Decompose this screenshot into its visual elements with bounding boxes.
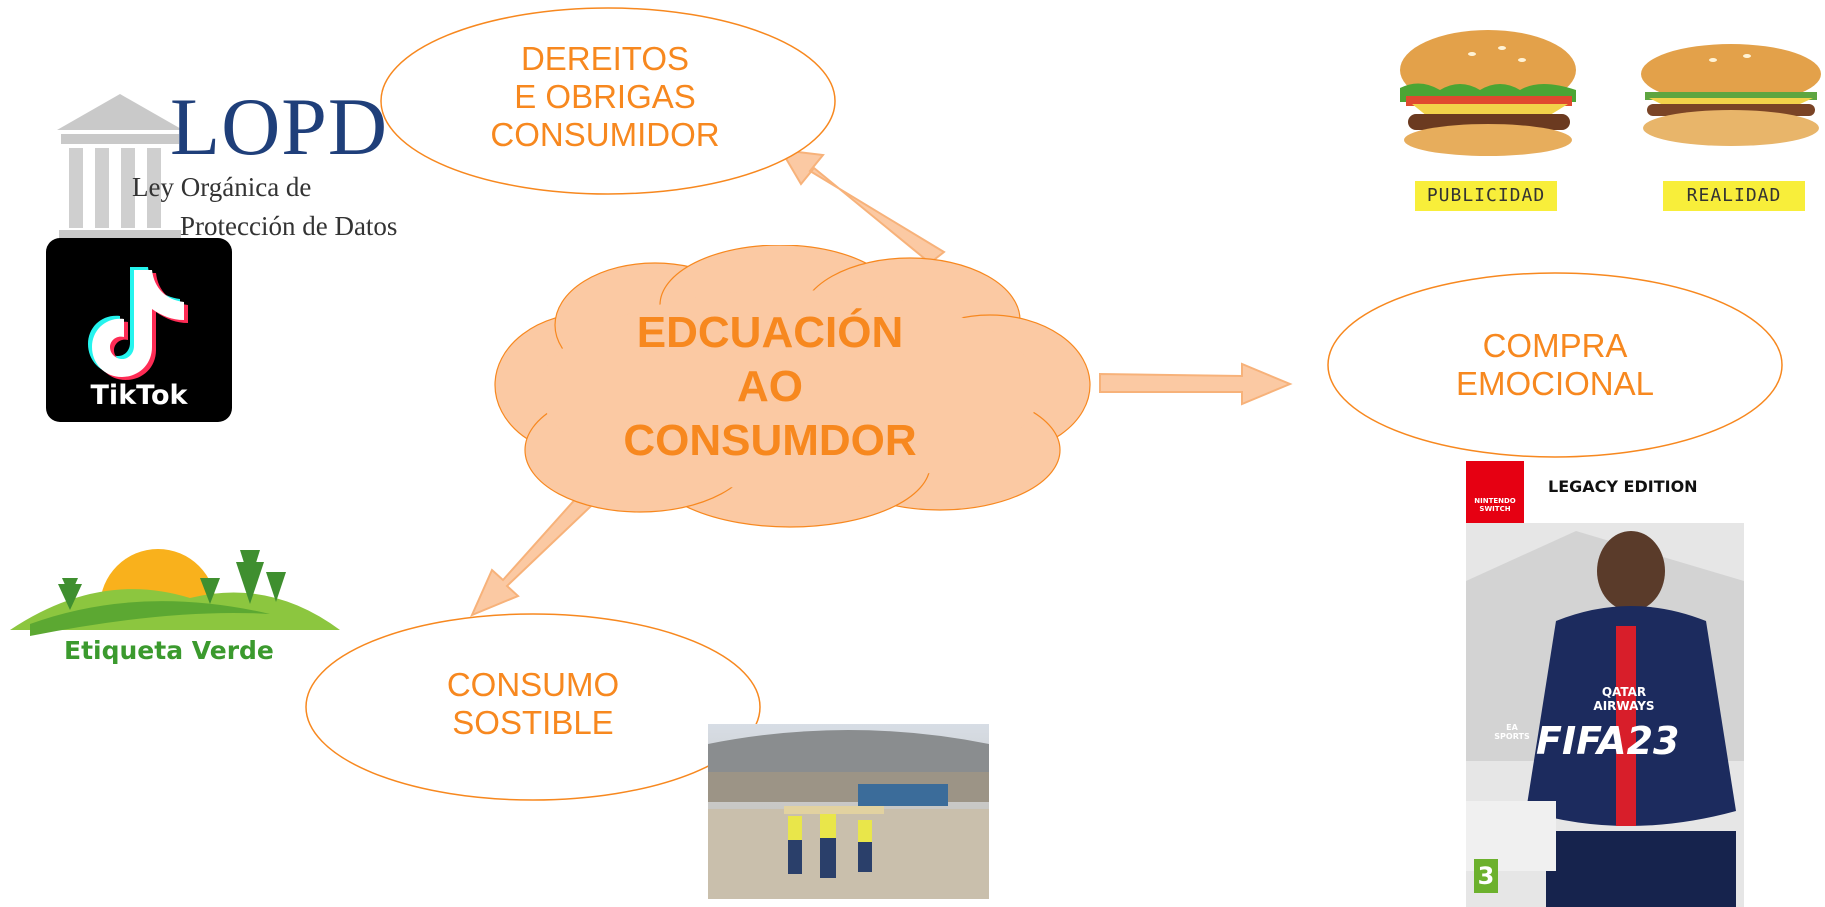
rights-label-line-3: CONSUMIDOR — [490, 116, 720, 153]
publicidad-tag: PUBLICIDAD — [1415, 181, 1557, 211]
etiqueta-verde-label: Etiqueta Verde — [64, 636, 274, 665]
rights-label: DEREITOS E OBRIGAS CONSUMIDOR — [440, 40, 770, 154]
switch-badge-label: NINTENDO SWITCH — [1474, 497, 1516, 513]
lopd-subtitle-line-1: Ley Orgánica de — [132, 172, 312, 202]
tiktok-label: TikTok — [90, 380, 188, 411]
sustainable-label-line-1: CONSUMO — [446, 666, 620, 703]
tiktok-logo: TikTok — [46, 238, 232, 422]
switch-badge — [1466, 461, 1524, 523]
lopd-title: LOPD — [170, 81, 389, 172]
sustainable-label-line-2: SOSTIBLE — [452, 704, 614, 741]
center-cloud — [494, 245, 1091, 528]
emotional-label-line-1: COMPRA — [1482, 327, 1628, 364]
center-label: EDCUACIÓN AO CONSUMDOR — [580, 306, 960, 468]
rights-label-line-1: DEREITOS — [520, 40, 690, 77]
fifa23-cover-art — [1466, 523, 1744, 907]
construction-photo — [708, 724, 989, 899]
tiktok-note-icon — [88, 267, 188, 380]
fifa23-cover: NINTENDO SWITCH LEGACY EDITION QATAR AIR… — [1466, 461, 1744, 907]
ea-sports-label: EA SPORTS — [1494, 723, 1530, 741]
lopd-subtitle-line-2: Protección de Datos — [180, 211, 398, 241]
etiqueta-verde-logo — [10, 549, 340, 636]
edition-label: LEGACY EDITION — [1548, 477, 1698, 496]
rights-label-line-2: E OBRIGAS — [514, 78, 696, 115]
realidad-tag: REALIDAD — [1663, 181, 1805, 211]
ellipse-emotional — [1327, 272, 1783, 458]
ellipse-sustainable — [305, 613, 761, 801]
pegi-rating: 3 — [1474, 859, 1498, 893]
fifa23-title: FIFA23 — [1536, 719, 1680, 763]
burger-real-image — [1641, 44, 1821, 146]
arrow-to-rights — [779, 148, 946, 265]
emotional-label-line-2: EMOCIONAL — [1455, 365, 1655, 402]
sustainable-label: CONSUMO SOSTIBLE — [368, 666, 698, 742]
emotional-label: COMPRA EMOCIONAL — [1390, 327, 1720, 403]
center-label-line-1: EDCUACIÓN — [636, 308, 904, 357]
center-label-line-2: AO — [737, 362, 803, 411]
burger-ad-image — [1400, 30, 1576, 156]
lopd-building-icon — [57, 94, 183, 240]
arrow-to-emotional — [1099, 362, 1293, 406]
ellipse-rights — [380, 7, 836, 195]
sponsor-label: QATAR AIRWAYS — [1593, 685, 1655, 713]
center-label-line-3: CONSUMDOR — [623, 416, 917, 465]
